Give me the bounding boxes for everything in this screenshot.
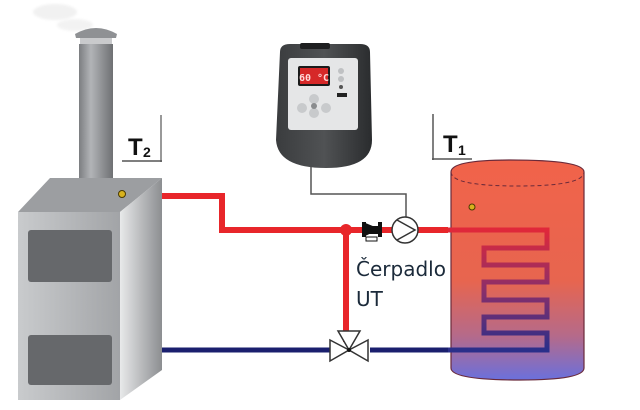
controller-cable	[310, 165, 407, 218]
controller-keypad	[297, 94, 331, 118]
sensor-t2-sub: 2	[143, 144, 151, 160]
smoke	[33, 4, 93, 31]
controller: 60 °C	[276, 43, 372, 168]
sensor-t2: T 2	[122, 115, 162, 162]
chimney	[75, 28, 117, 194]
three-way-valve	[329, 330, 369, 363]
tank-sensor-port	[468, 203, 476, 211]
boiler	[18, 178, 162, 400]
hot-pipe	[162, 193, 448, 342]
sensor-t1-label: T	[443, 131, 458, 158]
sensor-t1: T 1	[432, 114, 472, 160]
pump-label-line1: Čerpadlo	[356, 257, 446, 281]
boiler-indicator-light	[118, 190, 126, 198]
sensor-t2-label: T	[128, 134, 143, 161]
boiler-lower-door	[28, 335, 112, 385]
pump-label-line2: UT	[356, 287, 383, 311]
boiler-upper-door	[28, 230, 112, 282]
pump-label: Čerpadlo UT	[356, 254, 446, 314]
sensor-t1-sub: 1	[458, 142, 466, 158]
controller-display: 60 °C	[299, 73, 329, 84]
hot-water-tank	[448, 159, 585, 381]
check-valve	[362, 222, 382, 242]
heat-exchanger-coil	[448, 227, 550, 353]
pump	[391, 216, 419, 244]
pipe-junction	[340, 224, 352, 236]
